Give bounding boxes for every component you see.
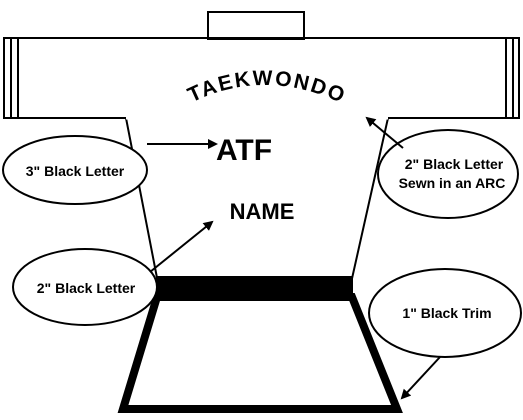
arrow-one-inch-trim bbox=[400, 356, 441, 400]
callout-one-inch-trim-oval bbox=[368, 268, 522, 358]
callout-two-inch-arc-line2: Sewn in an ARC bbox=[399, 175, 506, 191]
name-text: NAME bbox=[230, 199, 295, 224]
arrow-two-inch-arc bbox=[365, 116, 404, 149]
arc-text: TAEKWONDO bbox=[184, 67, 349, 108]
callout-two-inch-oval bbox=[12, 248, 158, 326]
callout-two-inch-label: 2" Black Letter bbox=[37, 280, 136, 296]
callout-three-inch-oval bbox=[2, 135, 148, 205]
waist-band bbox=[156, 276, 353, 297]
org-text: ATF bbox=[216, 134, 272, 167]
arrow-two-inch bbox=[149, 220, 214, 273]
callout-one-inch-trim-label: 1" Black Trim bbox=[402, 305, 491, 321]
callout-two-inch-arc-oval bbox=[377, 129, 519, 219]
callout-three-inch-label: 3" Black Letter bbox=[26, 163, 125, 179]
collar-tab bbox=[207, 11, 305, 40]
callout-two-inch-arc-line1: 2" Black Letter bbox=[405, 156, 504, 172]
bottom-trim bbox=[117, 293, 403, 413]
